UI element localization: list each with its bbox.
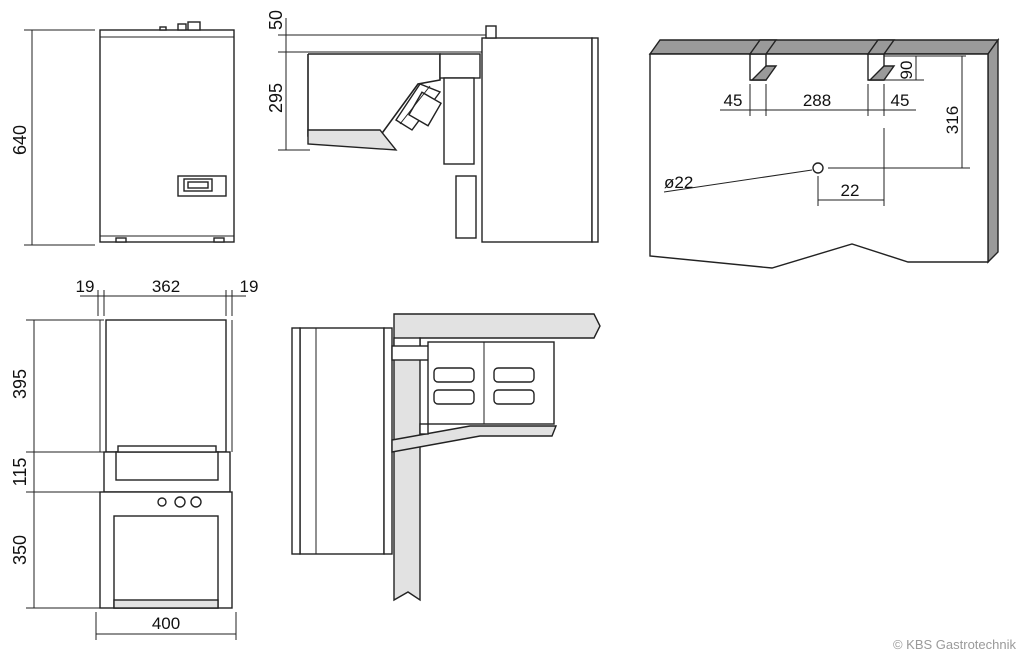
dim-295: 295 (266, 83, 286, 113)
drill-hole (812, 162, 824, 174)
condenser-housing (481, 37, 593, 243)
unit-front-housing (99, 29, 235, 243)
dim-362: 362 (152, 277, 180, 296)
dim-350: 350 (10, 535, 30, 565)
dim-288: 288 (803, 91, 831, 110)
dim-640: 640 (10, 125, 30, 155)
dim-316: 316 (943, 106, 962, 134)
dim-19-left: 19 (76, 277, 95, 296)
top-view: 19 362 19 395 115 350 400 (10, 277, 258, 640)
dim-19-right: 19 (240, 277, 259, 296)
dim-115: 115 (10, 458, 30, 487)
dim-45-left: 45 (724, 91, 743, 110)
installation-view (291, 313, 601, 602)
dim-395: 395 (10, 369, 30, 399)
dim-diameter-22: ø22 (664, 173, 693, 192)
dim-400: 400 (152, 614, 180, 633)
outdoor-unit (299, 327, 385, 555)
dim-90: 90 (897, 61, 916, 80)
dim-22: 22 (841, 181, 860, 200)
copyright: © KBS Gastrotechnik (892, 637, 1016, 652)
wall-cutout: 45 288 45 90 316 22 ø22 (648, 37, 1000, 269)
front-view: 640 (10, 21, 235, 246)
side-view: 50 295 (266, 10, 599, 243)
dim-45-right: 45 (891, 91, 910, 110)
evaporator (427, 341, 555, 425)
dim-50: 50 (266, 10, 286, 30)
